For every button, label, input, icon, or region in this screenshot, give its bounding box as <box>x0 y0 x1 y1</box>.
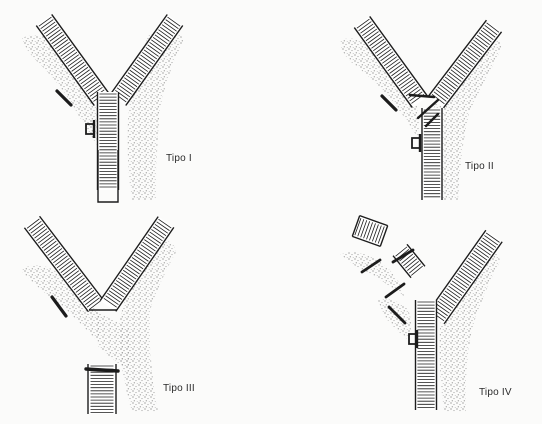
panel-tipo-2 <box>340 16 502 200</box>
stippled-tissue-left-lower <box>378 299 411 340</box>
hatched-duct-common <box>422 108 442 200</box>
label-tipo-3: Tipo III <box>163 383 195 394</box>
label-tipo-2: Tipo II <box>465 161 494 172</box>
transection-mark-lower <box>86 369 118 371</box>
surgical-clip <box>412 134 420 152</box>
label-tipo-1: Tipo I <box>166 153 192 164</box>
panel-tipo-1 <box>22 14 184 202</box>
panel-tipo-3 <box>20 216 176 414</box>
hatched-duct-common <box>98 92 119 190</box>
hatched-duct-common <box>416 300 437 410</box>
hatched-duct-left-branch <box>393 244 425 277</box>
panel-tipo-4 <box>340 216 502 412</box>
hatched-duct-left-fragment <box>352 216 387 247</box>
label-tipo-4: Tipo IV <box>479 387 512 398</box>
surgical-clip <box>409 330 417 348</box>
